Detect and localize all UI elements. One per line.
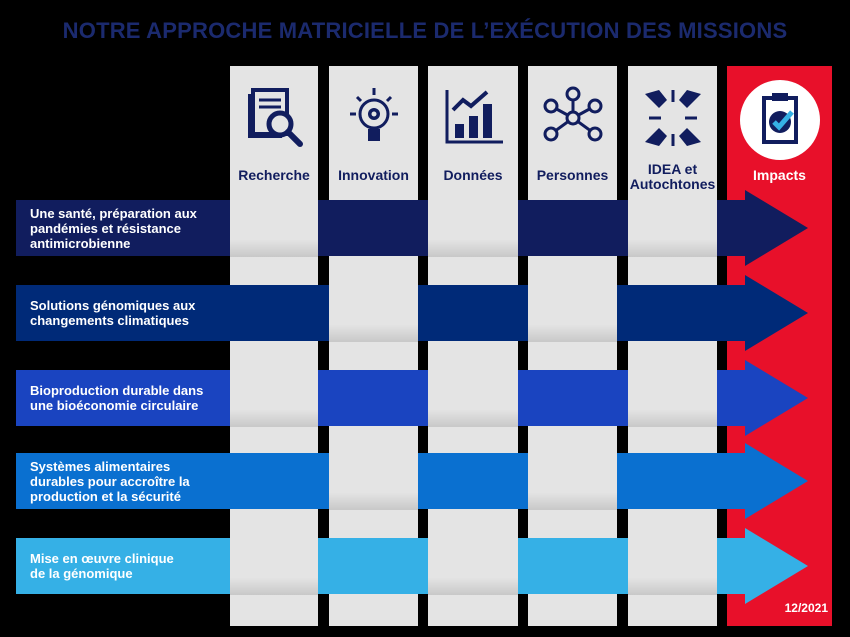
column-weave-segment <box>628 537 717 595</box>
column-impacts: Impacts <box>727 66 832 626</box>
column-label: Données <box>443 167 503 183</box>
column-weave-segment <box>230 199 318 257</box>
arrow-shape <box>16 190 808 266</box>
column-header: Innovation <box>329 66 418 200</box>
mission-label: Systèmes alimentaires durables pour accr… <box>30 458 190 504</box>
column-header: IDEA et Autochtones <box>628 66 717 200</box>
column-header: Personnes <box>528 66 617 200</box>
people-network-icon <box>541 86 605 150</box>
column-label: Personnes <box>536 167 609 183</box>
column-recherche: Recherche <box>230 66 318 626</box>
mission-label: Mise en œuvre clinique de la génomique <box>30 551 174 581</box>
column-label: Recherche <box>238 167 310 183</box>
column-weave-segment <box>329 284 418 342</box>
column-innovation: Innovation <box>329 66 418 626</box>
column-header: Recherche <box>230 66 318 200</box>
column-label: IDEA et Autochtones <box>629 161 716 192</box>
hands-converge-icon <box>641 86 705 150</box>
column-weave-segment <box>329 452 418 510</box>
date-footer: 12/2021 <box>784 601 828 615</box>
column-weave-segment <box>230 537 318 595</box>
lightbulb-gear-icon <box>342 86 406 150</box>
bar-chart-trend-icon <box>441 86 505 150</box>
column-label: Innovation <box>338 167 409 183</box>
column-données: Données <box>428 66 518 626</box>
arrow-shape <box>16 528 808 604</box>
clipboard-check-icon <box>739 80 820 160</box>
column-weave-segment <box>428 369 518 427</box>
column-idea-et-autochtones: IDEA et Autochtones <box>628 66 717 626</box>
column-weave-segment <box>428 199 518 257</box>
column-personnes: Personnes <box>528 66 617 626</box>
diagram-title: NOTRE APPROCHE MATRICIELLE DE L’EXÉCUTIO… <box>62 18 788 43</box>
mission-label: Bioproduction durable dans une bioéconom… <box>30 383 204 413</box>
document-search-icon <box>242 86 306 150</box>
mission-arrow: Mise en œuvre clinique de la génomique <box>16 528 816 604</box>
arrow-shape <box>16 360 808 436</box>
mission-label: Solutions génomiques aux changements cli… <box>30 298 196 328</box>
mission-arrow: Une santé, préparation aux pandémies et … <box>16 190 816 266</box>
column-weave-segment <box>628 369 717 427</box>
mission-arrow: Bioproduction durable dans une bioéconom… <box>16 360 816 436</box>
column-weave-segment <box>628 199 717 257</box>
column-weave-segment <box>230 369 318 427</box>
column-weave-segment <box>528 452 617 510</box>
column-label: Impacts <box>753 167 806 183</box>
mission-label: Une santé, préparation aux pandémies et … <box>30 205 197 251</box>
column-weave-segment <box>428 537 518 595</box>
column-weave-segment <box>528 284 617 342</box>
column-header: Données <box>428 66 518 200</box>
